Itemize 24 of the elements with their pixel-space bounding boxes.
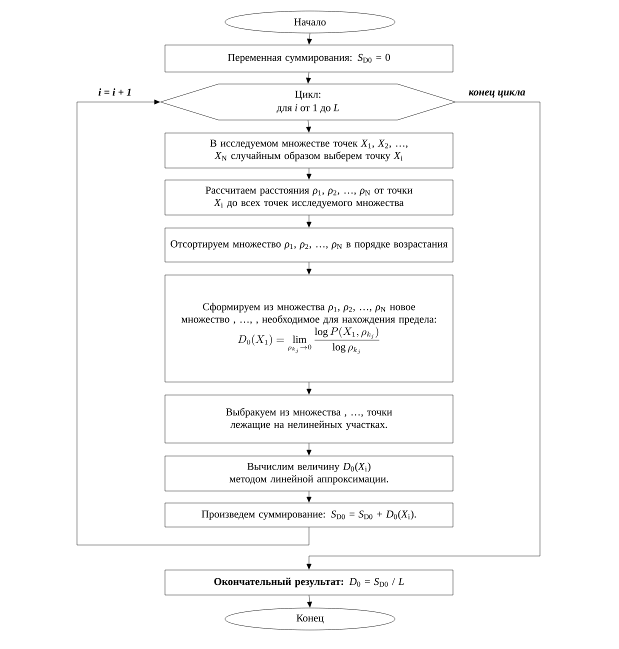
arrow — [306, 102, 540, 570]
arrow — [307, 33, 312, 44]
arrow — [306, 168, 312, 180]
arrow — [306, 120, 311, 132]
process-box: Рассчитаем расстояния ρ$_{1}$, ρ$_{2}$, …, ρ$_{N}$ от точки X$_{i}$ до всех точек исследуемого множества — [164, 180, 454, 216]
arrow — [76, 100, 310, 546]
arrow — [306, 443, 312, 456]
arrow — [306, 72, 311, 84]
arrow — [306, 262, 312, 274]
process-box: Вычислим величину D$_{0}$(X$_{i}$) методом линейной аппроксимации. — [164, 456, 454, 492]
arrow — [306, 215, 312, 228]
arrow — [307, 595, 312, 608]
process-box: Сформируем из множества ρ$_{1}$, ρ$_{2}$, …, ρ$_{N}$ новое множество , …, , необходимое для нахождения предела: $D_0(X_1) = \lim_{\rho_{k_j} \to 0} \frac{\log P(X_1, \rho_{k_j})}{\log \rho_{k_j}}$ — [164, 274, 454, 382]
arrow — [306, 382, 312, 394]
process-box: Окончательный результат: D$_{0}$ = S$_{D0}$ / L — [164, 570, 454, 596]
process-box: Произведем суммирование: S$_{D0}$ = S$_{D0}$ + D$_{0}$(X$_{i}$). — [164, 502, 454, 528]
loop-hexagon: Цикл: для i от 1 до L — [160, 84, 456, 120]
edge-label: конец цикла — [468, 90, 526, 98]
process-box: Выбракуем из множества , …, точки лежащие на нелинейных участках. — [164, 394, 454, 444]
process-box: Отсортируем множество ρ$_{1}$, ρ$_{2}$, …, ρ$_{N}$ в порядке возрастания — [164, 228, 454, 262]
arrow — [306, 491, 312, 502]
edge-label: i = i + 1 — [98, 88, 131, 96]
process-box: Переменная суммирования: S$_{D0}$ = 0 — [164, 44, 454, 72]
process-box: В исследуемом множестве точек X$_{1}$, X$_{2}$, …, X$_{N}$ случайным образом выберем точку X$_{i}$ — [164, 132, 454, 168]
